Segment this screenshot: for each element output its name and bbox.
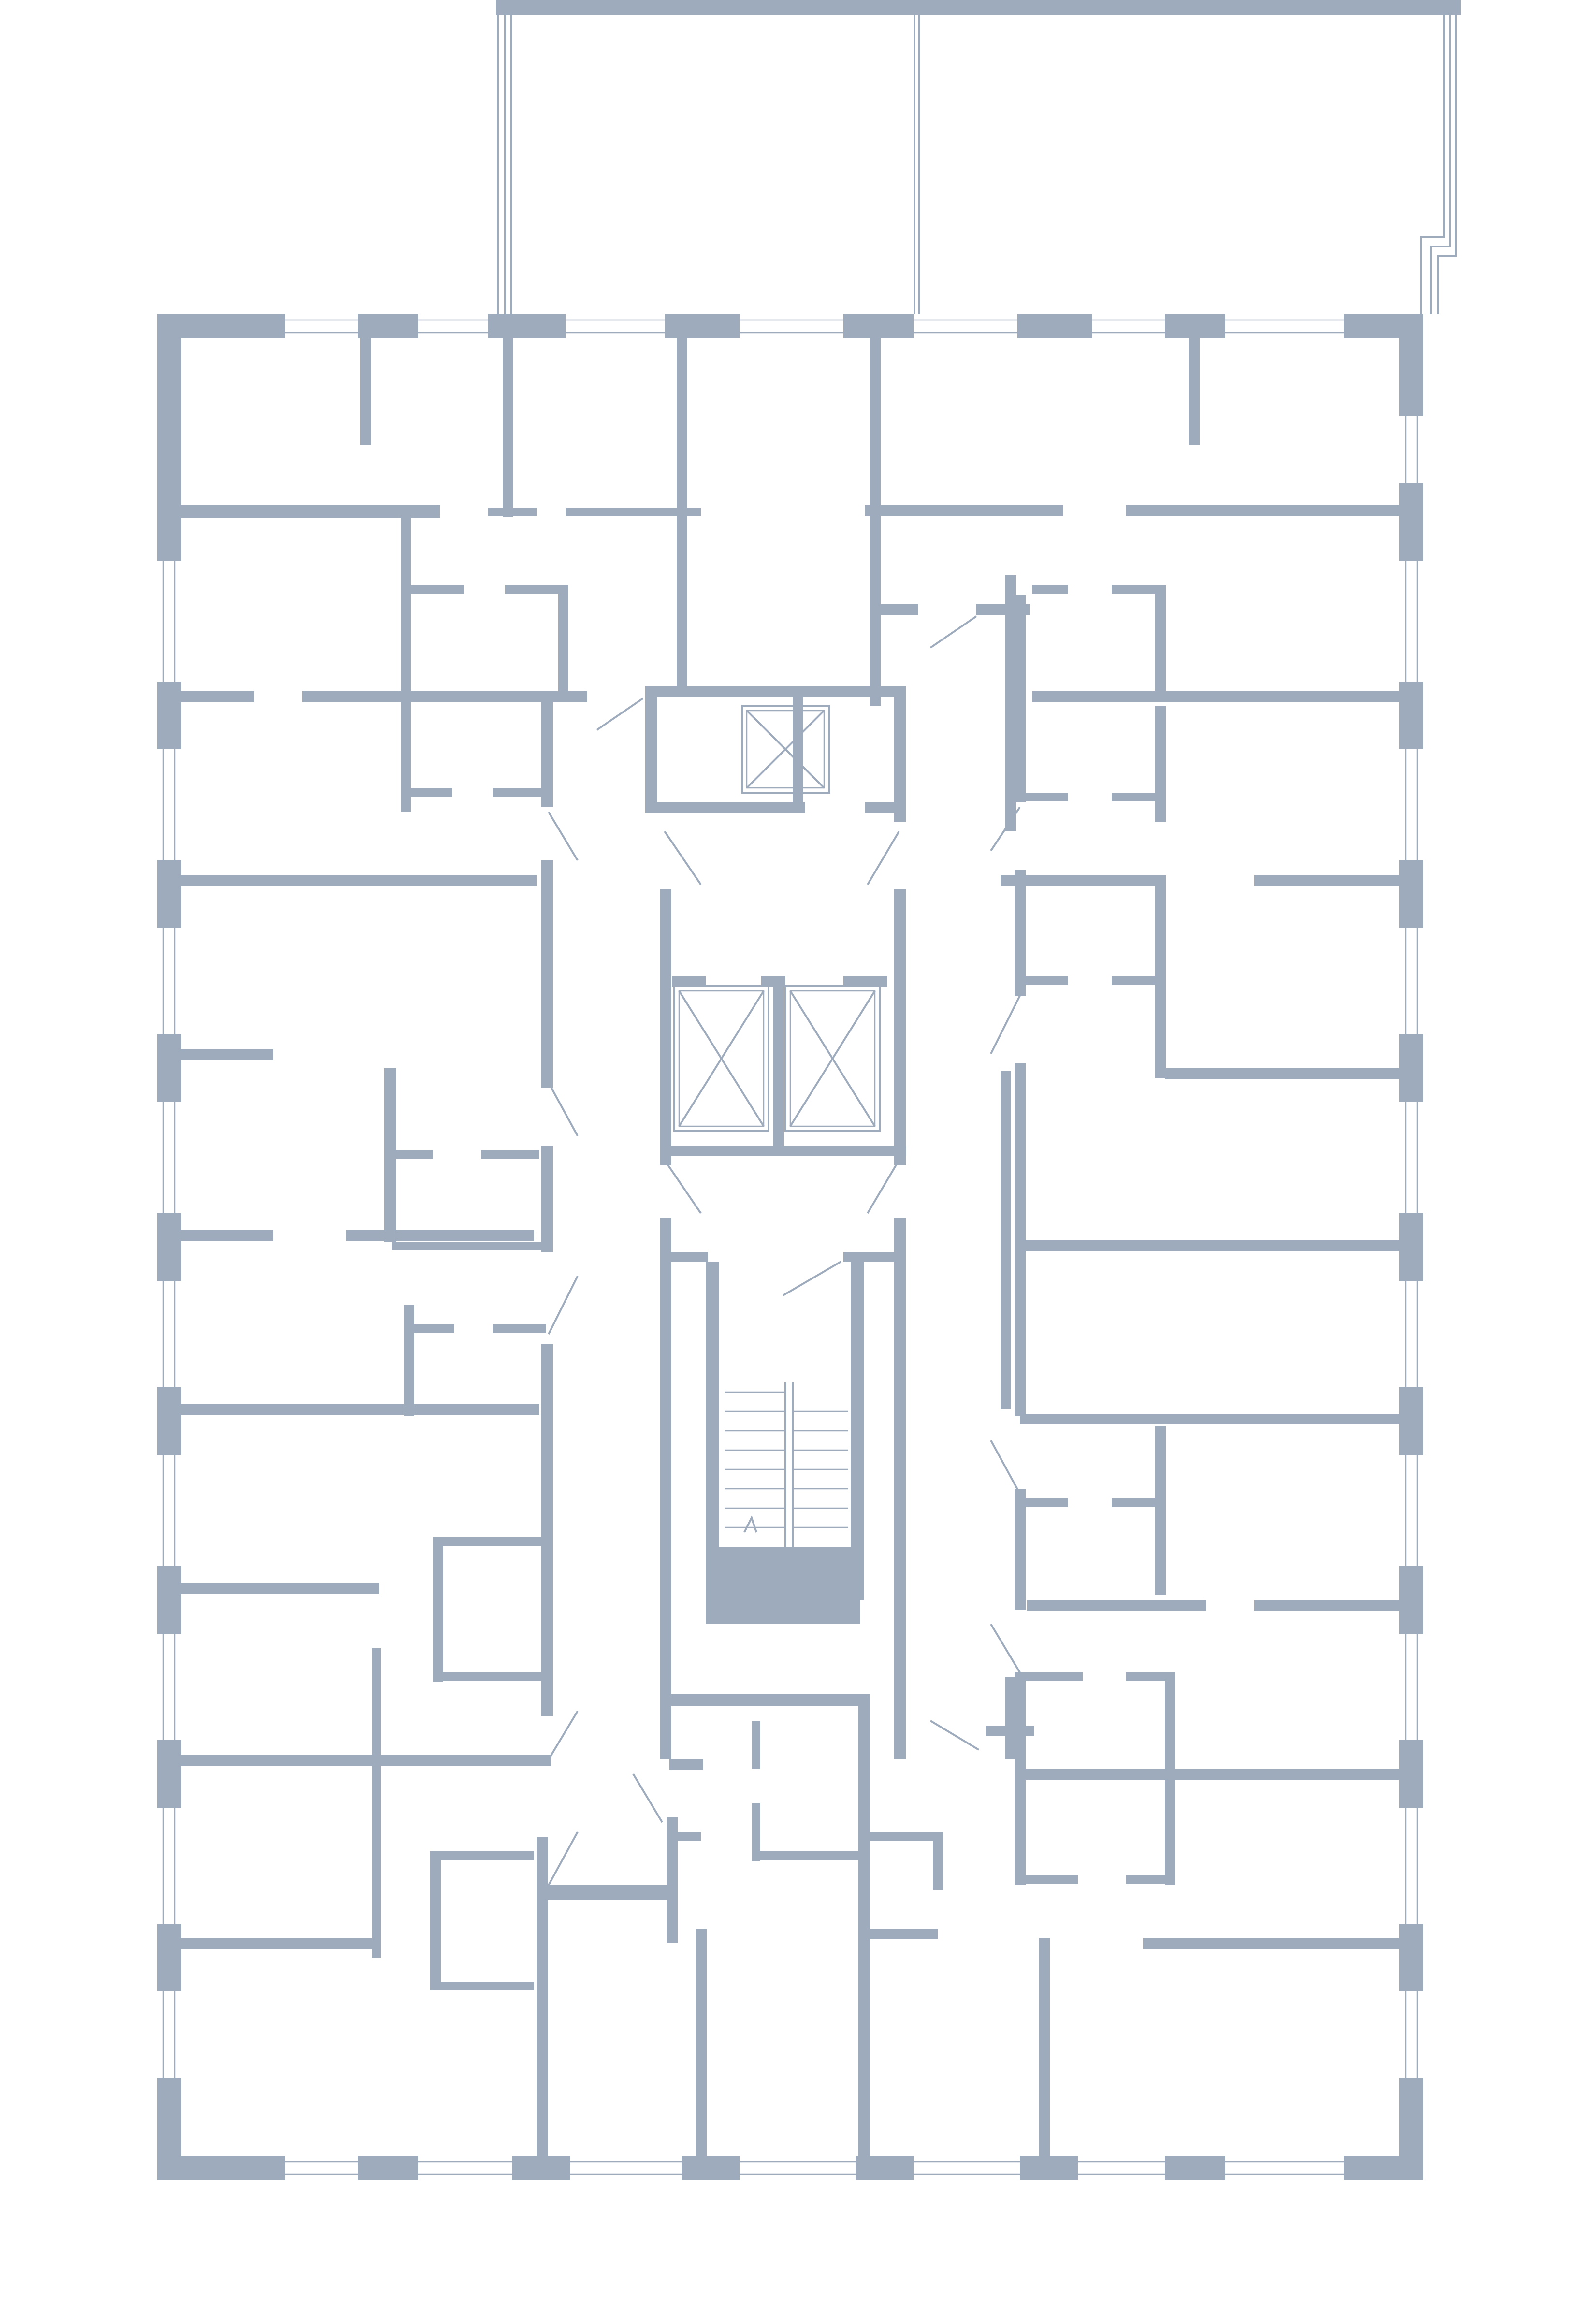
stairwell (724, 1382, 856, 1562)
balcony-outline (496, 0, 1461, 314)
exterior-walls (157, 314, 1423, 2180)
elevator-shaft (784, 985, 881, 1132)
elevator-shaft (673, 985, 769, 1132)
door-swings (548, 615, 1021, 1886)
elevator-shaft (741, 705, 830, 794)
interior-walls (181, 338, 1399, 2180)
